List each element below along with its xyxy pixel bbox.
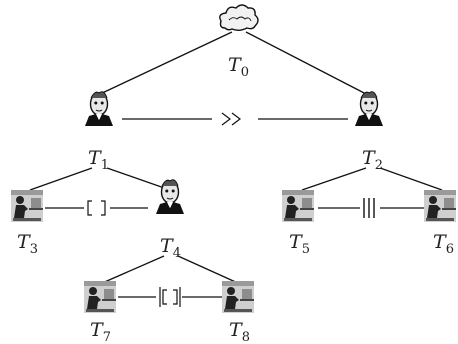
worker-at-desk-icon bbox=[84, 281, 116, 313]
node-label-t2: T2 bbox=[362, 147, 383, 173]
node-label-t4: T4 bbox=[160, 235, 181, 261]
node-label-t3: T3 bbox=[17, 231, 38, 257]
worker-at-desk-icon bbox=[282, 190, 314, 222]
worker-at-desk-icon bbox=[424, 190, 456, 222]
edge-t0-t1 bbox=[97, 31, 233, 96]
node-label-t7: T7 bbox=[90, 319, 111, 344]
enable-operator bbox=[221, 112, 241, 126]
edge-t2-t6 bbox=[379, 167, 443, 191]
node-label-t1: T1 bbox=[88, 147, 109, 173]
edge-t4-t8 bbox=[177, 255, 241, 285]
sync-operator bbox=[159, 287, 181, 307]
manager-icon bbox=[354, 91, 384, 127]
node-label-t0: T0 bbox=[228, 54, 249, 80]
edge-t1-t4 bbox=[106, 167, 171, 191]
node-label-t8: T8 bbox=[229, 319, 250, 344]
cloud-icon bbox=[219, 4, 259, 31]
parallel-operator bbox=[363, 198, 375, 218]
operator-links bbox=[45, 118, 425, 298]
edge-t2-t5 bbox=[301, 167, 367, 191]
node-label-t6: T6 bbox=[433, 231, 454, 257]
worker-at-desk-icon bbox=[222, 281, 254, 313]
manager-icon bbox=[155, 179, 185, 215]
manager-icon bbox=[84, 91, 114, 127]
edge-t0-t2 bbox=[245, 31, 369, 96]
tree-edges bbox=[29, 31, 443, 285]
node-label-t5: T5 bbox=[289, 231, 310, 257]
choice-operator bbox=[87, 200, 106, 216]
worker-at-desk-icon bbox=[11, 190, 43, 222]
edge-t4-t7 bbox=[99, 255, 165, 285]
edge-t1-t3 bbox=[29, 167, 93, 191]
